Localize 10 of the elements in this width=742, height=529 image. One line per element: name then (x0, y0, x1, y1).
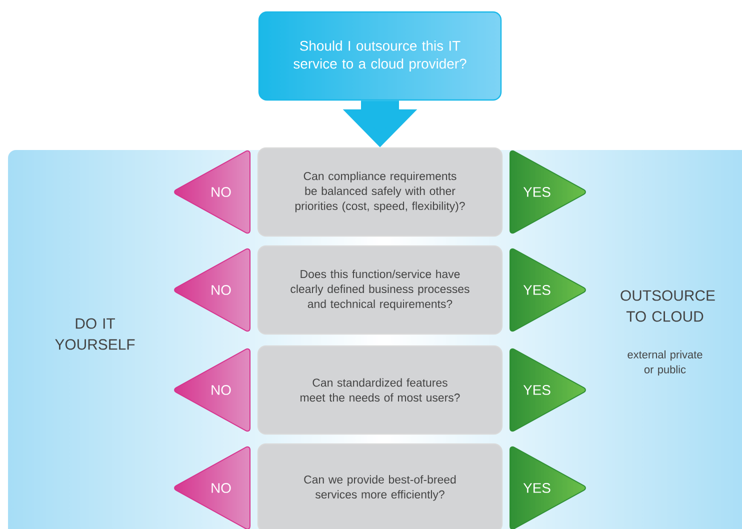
question-box: Can compliance requirements be balanced safely with other priorities (cost, speed, flexibility)? (257, 147, 503, 237)
question-box: Can we provide best-of-breed services more efficiently? (257, 443, 503, 529)
no-triangle: NO (174, 446, 250, 529)
yes-triangle: YES (510, 446, 586, 529)
side-label: OUTSOURCE TO CLOUD (620, 290, 715, 322)
question-box: Should I outsource this IT service to a cloud provider? (258, 11, 502, 101)
question-box: Can standardized features meet the needs of most users? (257, 345, 503, 435)
note: external private or public (628, 350, 702, 376)
side-label: DO IT YOURSELF (55, 318, 135, 350)
question-box: Does this function/service have clearly defined business processes and technical requirements? (257, 245, 503, 335)
